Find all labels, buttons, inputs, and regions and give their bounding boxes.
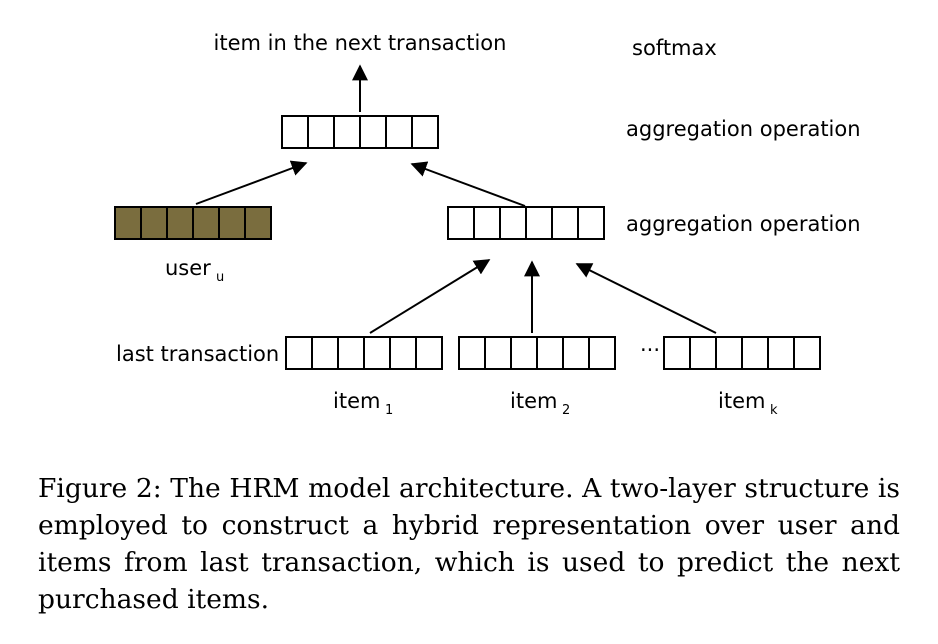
arrow-item1-to-mid [369, 259, 491, 334]
middle-aggregation-label: aggregation operation [626, 212, 861, 236]
arrow-mid-to-top [410, 161, 526, 207]
top-aggregation-vector [281, 115, 439, 149]
item2-label: item [510, 389, 557, 413]
item1-label: item [333, 389, 380, 413]
itemk-vector [663, 336, 821, 370]
arrow-user-to-top [195, 160, 308, 205]
item1-vector [285, 336, 443, 370]
user-label: user [165, 256, 211, 280]
user-subscript: u [216, 270, 224, 285]
softmax-label: softmax [632, 36, 717, 60]
item2-vector [458, 336, 616, 370]
item1-subscript: 1 [385, 403, 393, 418]
user-vector [114, 206, 272, 240]
last-transaction-label: last transaction [116, 342, 279, 366]
output-label: item in the next transaction [214, 31, 507, 55]
figure-caption: Figure 2: The HRM model architecture. A … [38, 473, 900, 615]
hrm-architecture-diagram: item in the next transaction softmax agg… [114, 31, 861, 418]
middle-aggregation-vector [447, 206, 605, 240]
item2-subscript: 2 [562, 403, 570, 418]
itemk-subscript: k [770, 403, 778, 418]
ellipsis: ··· [640, 338, 660, 362]
itemk-label: item [718, 389, 765, 413]
arrow-itemk-to-mid [575, 263, 717, 334]
top-aggregation-label: aggregation operation [626, 117, 861, 141]
